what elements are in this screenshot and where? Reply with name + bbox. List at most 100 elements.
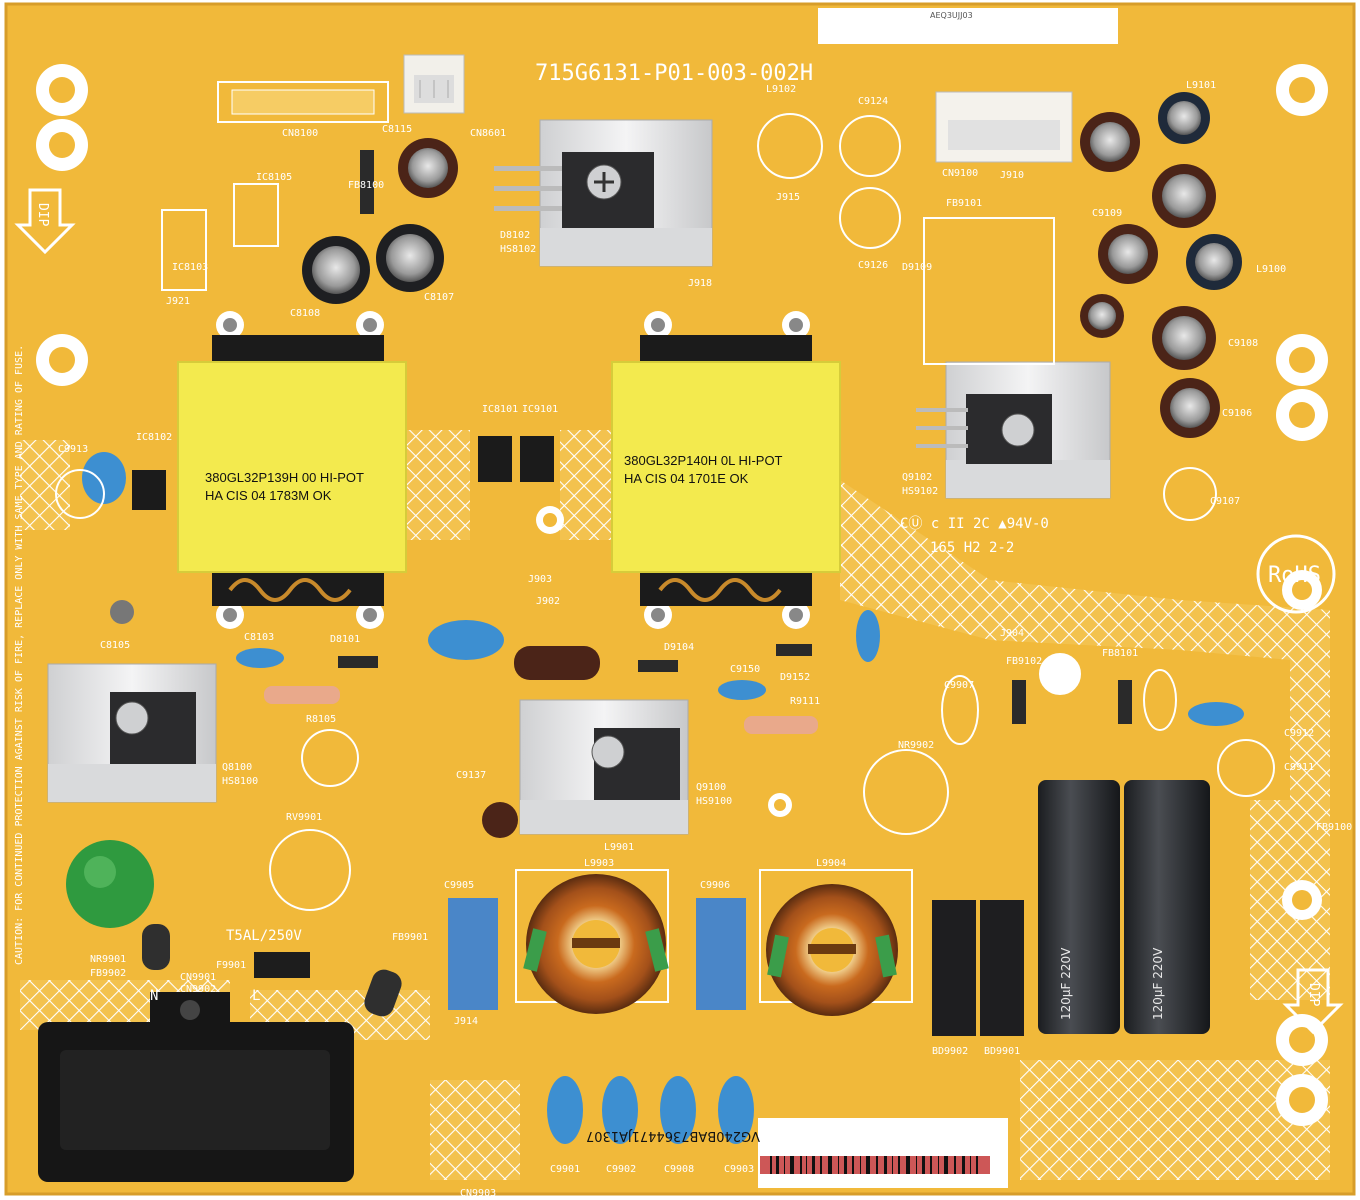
- bulk-capacitor-2: 120μF 220V: [1124, 780, 1210, 1034]
- ref-cn9903: CN9903: [460, 1188, 496, 1199]
- ref-c9912: C9912: [1284, 728, 1314, 739]
- svg-text:DIP: DIP: [35, 203, 50, 227]
- ref-hs8100: HS8100: [222, 776, 258, 787]
- ceramic-capacitors: [82, 452, 1244, 1144]
- ref-c9911: C9911: [1284, 762, 1314, 773]
- ref-l9101: L9101: [1186, 80, 1216, 91]
- ref-cn9901: CN9901: [180, 972, 216, 983]
- cert-sub-marking: 165 H2 2-2: [930, 540, 1014, 556]
- bulk-capacitor-2-rating: 120μF 220V: [1151, 947, 1165, 1020]
- ref-d8102: D8102: [500, 230, 530, 241]
- ref-bd9901: BD9901: [984, 1046, 1020, 1057]
- top-serial-sticker: [818, 8, 1118, 44]
- ref-fb9901: FB9901: [392, 932, 428, 943]
- ref-d8101: D8101: [330, 634, 360, 645]
- ref-j921: J921: [166, 296, 190, 307]
- ref-r9111: R9111: [790, 696, 820, 707]
- ref-hs9100: HS9100: [696, 796, 732, 807]
- ref-l9904: L9904: [816, 858, 846, 869]
- transformer-t9100: 380GL32P140H 0L HI-POT HA CIS 04 1701E O…: [611, 311, 841, 629]
- electrolytic-caps-right: [1080, 92, 1242, 438]
- ref-ic8103: IC8103: [172, 262, 208, 273]
- ref-rv9901: RV9901: [286, 812, 322, 823]
- rohs-badge: RoHS: [1256, 534, 1336, 614]
- mounting-holes: [36, 64, 1328, 1126]
- x-capacitors: [448, 898, 746, 1010]
- ref-c8115: C8115: [382, 124, 412, 135]
- connector-cn8601: [403, 54, 465, 114]
- cert-marking: CⓊ c II 2C ▲94V-0: [900, 516, 1049, 532]
- ref-j910: J910: [1000, 170, 1024, 181]
- ref-cn9100: CN9100: [942, 168, 978, 179]
- ref-fb8101: FB8101: [1102, 648, 1138, 659]
- bulk-capacitor-1: 120μF 220V: [1038, 780, 1120, 1034]
- barcode-sticker: VG240BAB7364471JA1307: [586, 1118, 1008, 1188]
- ref-c9913: C9913: [58, 444, 88, 455]
- ref-c9901: C9901: [550, 1164, 580, 1175]
- optocouplers: [132, 436, 554, 510]
- connector-cn8100: [217, 81, 389, 123]
- heatsink-hs9100: [519, 699, 689, 835]
- small-inductors: [142, 924, 402, 1017]
- fuse-rating: T5AL/250V: [226, 928, 302, 944]
- ref-c9108: C9108: [1228, 338, 1258, 349]
- resistors-diodes: [264, 150, 1132, 838]
- transformer-t8100: 380GL32P139H 00 HI-POT HA CIS 04 1783M O…: [177, 311, 407, 629]
- ref-j914: J914: [454, 1016, 478, 1027]
- bridge-rectifiers: [932, 900, 1024, 1036]
- transformer-t9100-line2: HA CIS 04 1701E OK: [624, 471, 749, 486]
- ref-c9902: C9902: [606, 1164, 636, 1175]
- ref-cn8601: CN8601: [470, 128, 506, 139]
- common-mode-choke-l9903: [515, 869, 669, 1014]
- ref-ic8105: IC8105: [256, 172, 292, 183]
- transformer-t8100-line1: 380GL32P139H 00 HI-POT: [205, 470, 364, 485]
- ref-j903: J903: [528, 574, 552, 585]
- ref-c9906: C9906: [700, 880, 730, 891]
- top-serial-text: AEQ3UJJ03: [930, 11, 973, 20]
- ref-fb9102: FB9102: [1006, 656, 1042, 667]
- ref-l9901: L9901: [604, 842, 634, 853]
- ref-c9109: C9109: [1092, 208, 1122, 219]
- ref-c9907: C9907: [944, 680, 974, 691]
- ref-nr9902: NR9902: [898, 740, 934, 751]
- ref-c9903: C9903: [724, 1164, 754, 1175]
- ref-fb9101: FB9101: [946, 198, 982, 209]
- ref-q9100: Q9100: [696, 782, 726, 793]
- ref-ic8101: IC8101: [482, 404, 518, 415]
- ref-j915: J915: [776, 192, 800, 203]
- ref-ic8102: IC8102: [136, 432, 172, 443]
- ref-j902: J902: [536, 596, 560, 607]
- ref-q9102: Q9102: [902, 472, 932, 483]
- ref-j918: J918: [688, 278, 712, 289]
- transformer-t9100-line1: 380GL32P140H 0L HI-POT: [624, 453, 783, 468]
- ref-c9124: C9124: [858, 96, 888, 107]
- heatsink-hs9102: [916, 361, 1111, 499]
- heatsink-hs8102: [494, 119, 713, 267]
- silkscreen-outlines: [55, 113, 1275, 911]
- ref-l9102: L9102: [766, 84, 796, 95]
- ref-c8105: C8105: [100, 640, 130, 651]
- ref-r8105: R8105: [306, 714, 336, 725]
- ref-hs9102: HS9102: [902, 486, 938, 497]
- barcode-text: VG240BAB7364471JA1307: [586, 1128, 760, 1143]
- ref-d9152: D9152: [780, 672, 810, 683]
- svg-text:DIP: DIP: [1306, 983, 1321, 1007]
- ref-c9137: C9137: [456, 770, 486, 781]
- common-mode-choke-l9904: [759, 869, 913, 1016]
- varistor-rv9901: [66, 840, 154, 928]
- ref-bd9902: BD9902: [932, 1046, 968, 1057]
- ref-c9107: C9107: [1210, 496, 1240, 507]
- hatched-copper-areas: [20, 430, 1330, 1180]
- ref-d9104: D9104: [664, 642, 694, 653]
- fuse-ref: F9901: [216, 960, 246, 971]
- ref-c9908: C9908: [664, 1164, 694, 1175]
- ref-c9126: C9126: [858, 260, 888, 271]
- ref-q8100: Q8100: [222, 762, 252, 773]
- ref-c9150: C9150: [730, 664, 760, 675]
- ref-cn8100: CN8100: [282, 128, 318, 139]
- ref-cn9902: CN9902: [180, 984, 216, 995]
- svg-text:RoHS: RoHS: [1268, 563, 1321, 588]
- ref-c9905: C9905: [444, 880, 474, 891]
- ref-l9100: L9100: [1256, 264, 1286, 275]
- dip-arrow-right-icon: DIP: [1282, 968, 1344, 1035]
